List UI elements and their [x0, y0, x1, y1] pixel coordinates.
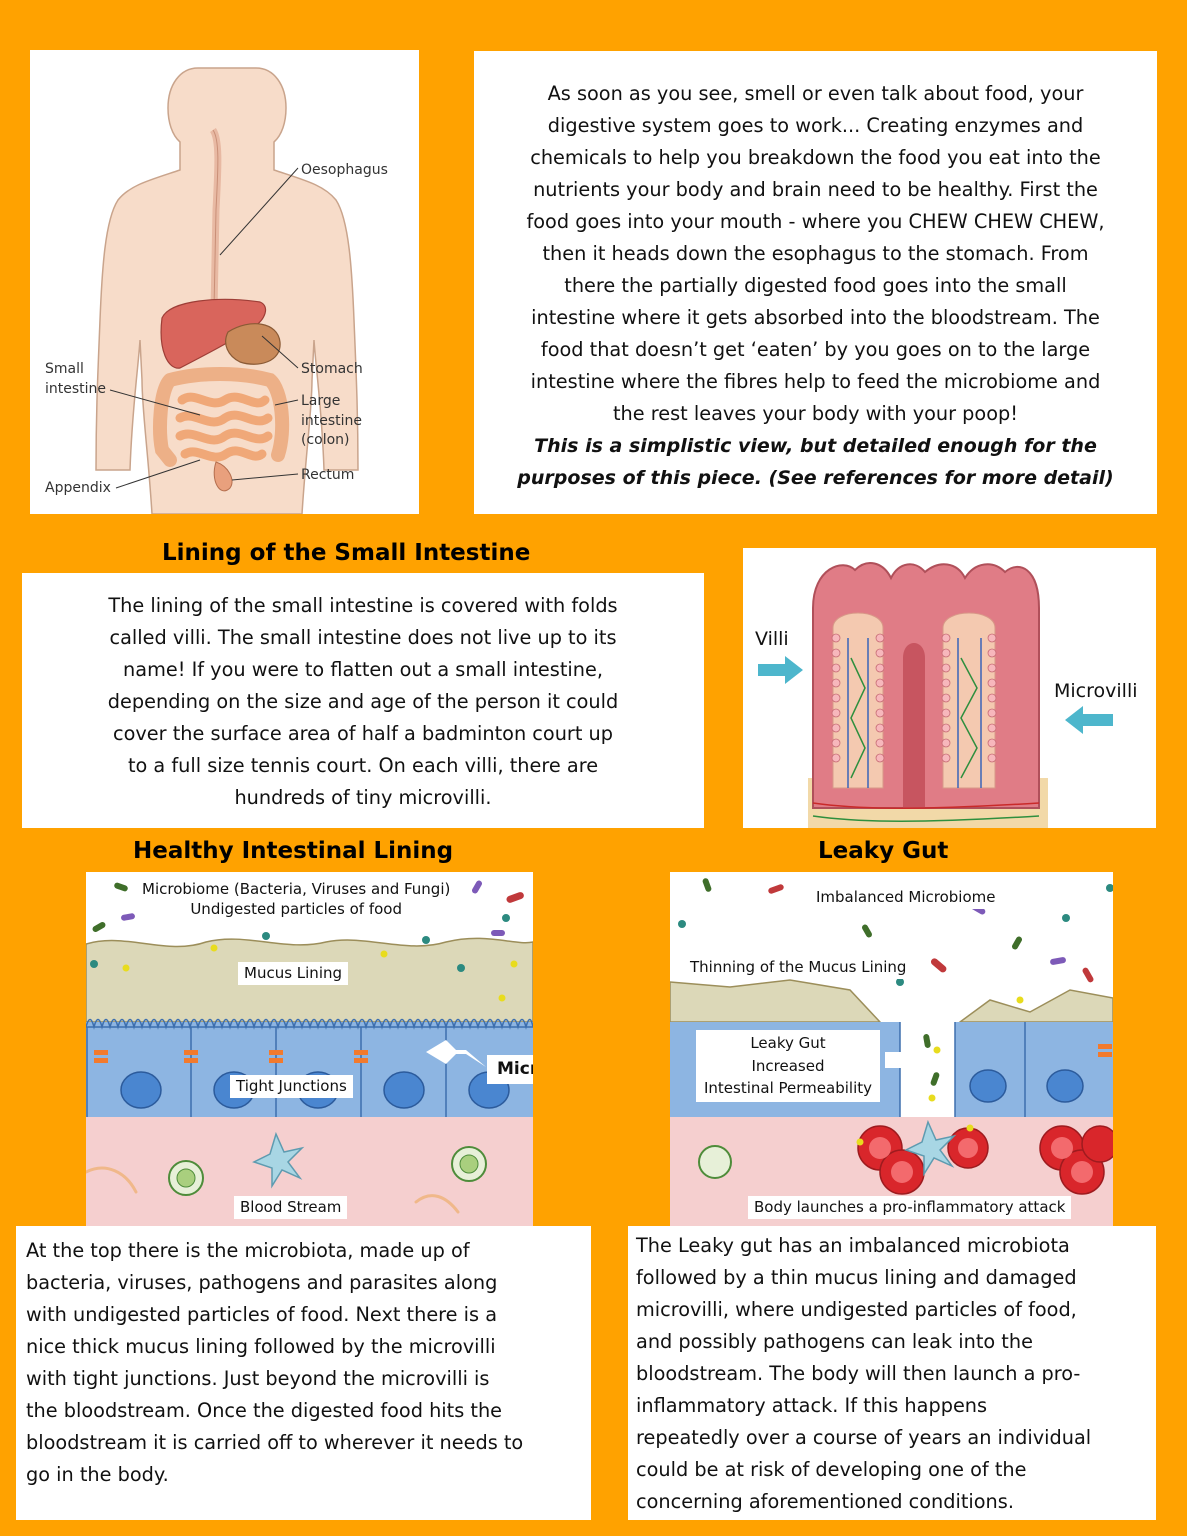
intro-text-box: As soon as you see, smell or even talk a…	[474, 51, 1157, 514]
tight-junctions-label: Tight Junctions	[230, 1075, 353, 1098]
healthy-heading: Healthy Intestinal Lining	[133, 838, 454, 864]
healthy-paragraph: At the top there is the microbiota, made…	[26, 1239, 524, 1486]
healthy-figure: Microbiome (Bacteria, Viruses and Fungi)…	[86, 872, 533, 1227]
oesophagus-label: Oesophagus	[301, 162, 388, 178]
microvilli-callout: Microvilli	[487, 1055, 533, 1085]
appendix-label: Appendix	[45, 480, 111, 496]
stomach-label: Stomach	[301, 361, 363, 377]
large-intestine-label: Large intestine (colon)	[301, 393, 363, 449]
leaky-heading: Leaky Gut	[818, 838, 949, 864]
digestive-system-illustration	[95, 67, 359, 515]
rectum-label: Rectum	[301, 467, 355, 483]
villi-figure: Villi Microvilli	[743, 548, 1156, 828]
microvilli-label: Microvilli	[1054, 680, 1138, 702]
leaky-gut-label: Leaky Gut Increased Intestinal Permeabil…	[696, 1030, 880, 1102]
blood-stream-label: Blood Stream	[234, 1196, 348, 1219]
lining-heading: Lining of the Small Intestine	[162, 540, 531, 566]
thinning-mucus-label: Thinning of the Mucus Lining	[684, 956, 913, 979]
villi-label: Villi	[755, 628, 789, 650]
lining-text-box: The lining of the small intestine is cov…	[22, 573, 704, 828]
inflammatory-attack-label: Body launches a pro-inflammatory attack	[748, 1196, 1072, 1219]
leaky-text-box: The Leaky gut has an imbalanced microbio…	[628, 1226, 1156, 1520]
villi-arrow-icon	[758, 656, 803, 684]
villi-illustration	[758, 562, 1113, 828]
leak-arrow-icon	[885, 1044, 920, 1076]
intro-emphasis: This is a simplistic view, but detailed …	[517, 435, 1114, 489]
healthy-lining-illustration	[86, 872, 533, 1227]
leaky-figure: Imbalanced Microbiome Thinning of the Mu…	[670, 872, 1113, 1227]
digestive-system-figure: Oesophagus Stomach Small intestine Large…	[30, 50, 419, 515]
microvilli-pointer-icon	[426, 1040, 486, 1067]
lining-paragraph: The lining of the small intestine is cov…	[107, 594, 619, 809]
leaky-paragraph: The Leaky gut has an imbalanced microbio…	[636, 1234, 1092, 1513]
microbiome-label: Microbiome (Bacteria, Viruses and Fungi)…	[136, 878, 457, 921]
mucus-label: Mucus Lining	[238, 962, 349, 985]
healthy-text-box: At the top there is the microbiota, made…	[16, 1226, 591, 1520]
intro-paragraph: As soon as you see, smell or even talk a…	[526, 82, 1105, 425]
microvilli-arrow-icon	[1065, 706, 1113, 734]
small-intestine-label: Small intestine	[45, 361, 107, 397]
imbalanced-microbiome-label: Imbalanced Microbiome	[810, 886, 1002, 909]
